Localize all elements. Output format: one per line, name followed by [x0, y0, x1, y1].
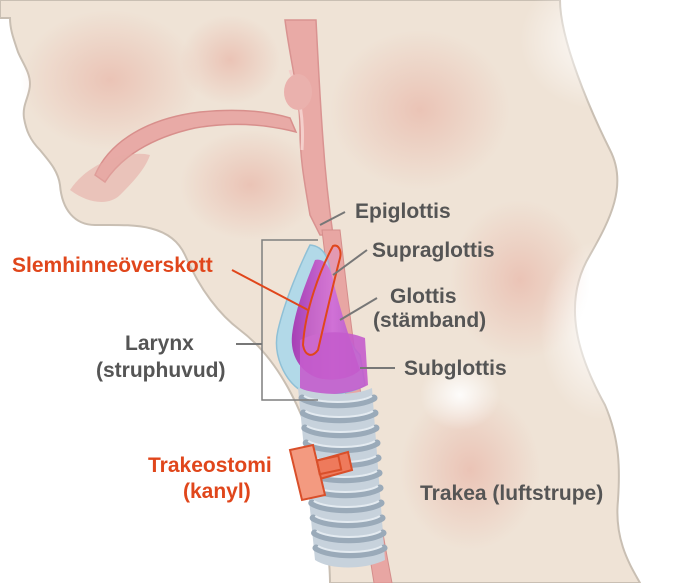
skin-blush	[180, 15, 280, 105]
label-subglottis: Subglottis	[404, 357, 507, 380]
nasopharynx	[284, 74, 312, 110]
skin-highlight	[540, 240, 660, 420]
label-trakea: Trakea (luftstrupe)	[420, 482, 603, 505]
skin-blush	[180, 130, 320, 240]
skin-blush	[330, 30, 510, 190]
label-glottis-sub: (stämband)	[373, 309, 486, 332]
label-trakeostomi-sub: (kanyl)	[183, 480, 251, 503]
label-glottis: Glottis	[390, 285, 457, 308]
label-epiglottis: Epiglottis	[355, 200, 451, 223]
label-trakeostomi: Trakeostomi	[148, 454, 272, 477]
label-slemhinne: Slemhinneöverskott	[12, 254, 213, 277]
label-larynx: Larynx	[125, 332, 194, 355]
label-supraglottis: Supraglottis	[372, 239, 495, 262]
label-larynx-sub: (struphuvud)	[96, 359, 225, 382]
